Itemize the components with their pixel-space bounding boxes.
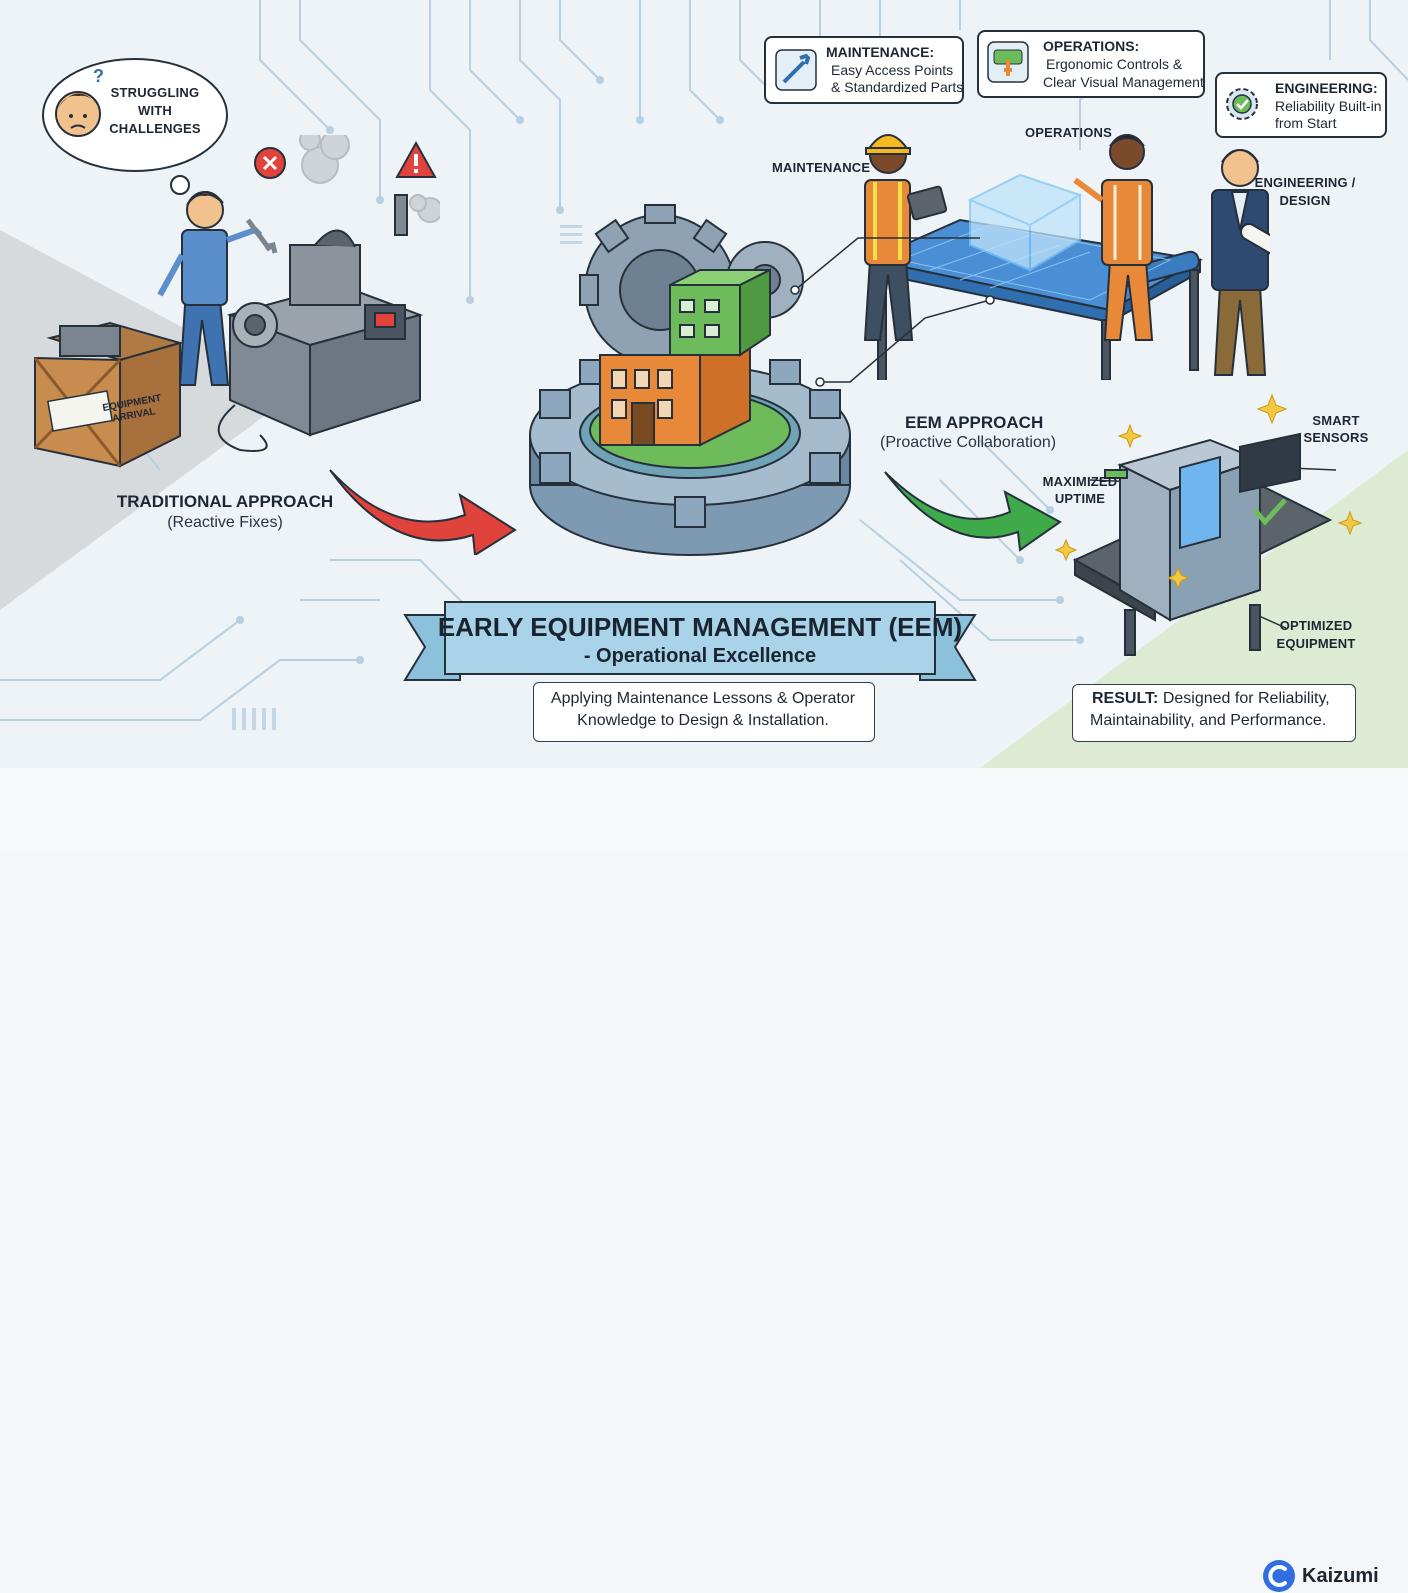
maintenance-callout-line1: Easy Access Points: [831, 62, 954, 78]
maintenance-person-label: MAINTENANCE: [772, 160, 871, 175]
wrench-icon: [775, 49, 817, 91]
engineering-callout-line1: Reliability Built-in: [1275, 98, 1382, 114]
optimized-equipment-line2: EQUIPMENT: [1276, 636, 1356, 651]
engineering-person-label-line2: DESIGN: [1279, 193, 1331, 208]
eem-banner: [403, 601, 977, 681]
result-text-line1: Designed for Reliability,: [1162, 690, 1330, 707]
struggling-line2: WITH: [137, 103, 172, 118]
maintenance-callout-title: MAINTENANCE:: [826, 44, 935, 60]
optimized-machine: [1072, 432, 1333, 656]
optimized-equipment-line1: OPTIMIZED: [1279, 618, 1353, 633]
maximized-uptime-line2: UPTIME: [1054, 491, 1106, 506]
maintenance-callout-line2: & Standardized Parts: [831, 79, 964, 95]
result-box: [1072, 684, 1356, 742]
banner-title: EARLY EQUIPMENT MANAGEMENT (EEM): [437, 612, 963, 642]
central-gear-factory: [529, 204, 851, 556]
operations-callout-line1: Ergonomic Controls &: [1046, 56, 1183, 72]
equipment-crate: [33, 321, 184, 468]
maintenance-worker: [863, 134, 948, 341]
struggling-line3: CHALLENGES: [109, 121, 201, 136]
worker-and-broken-machine: [157, 135, 440, 452]
kaizumi-logo-icon: [1263, 1560, 1295, 1592]
brand-name: Kaizumi: [1302, 1564, 1379, 1587]
collaboration-scene: [863, 134, 1270, 380]
engineering-callout-title: ENGINEERING:: [1275, 80, 1378, 96]
result-label: RESULT:: [1092, 690, 1159, 707]
eem-approach-subtitle: (Proactive Collaboration): [880, 434, 1057, 451]
worried-face-icon: [55, 91, 101, 137]
lessons-box: [533, 682, 875, 742]
broken-machine: [226, 194, 424, 437]
red-arrow: [329, 469, 517, 555]
smart-sensors-line1: SMART: [1312, 413, 1360, 428]
smart-sensors-line2: SENSORS: [1303, 430, 1369, 445]
green-arrow: [884, 471, 1062, 552]
result-text-line2: Maintainability, and Performance.: [1090, 712, 1327, 729]
banner-subtitle: - Operational Excellence: [583, 645, 817, 667]
brand-logo[interactable]: Kaizumi: [1262, 1559, 1379, 1593]
question-icon: ?: [93, 66, 104, 86]
lessons-line1: Applying Maintenance Lessons & Operator: [550, 690, 856, 707]
operations-callout-line2: Clear Visual Management: [1043, 74, 1204, 90]
lessons-line2: Knowledge to Design & Installation.: [577, 712, 829, 729]
struggling-line1: STRUGGLING: [110, 85, 200, 100]
thought-cloud: [42, 58, 228, 225]
engineering-callout-line2: from Start: [1275, 115, 1337, 131]
worker: [157, 191, 263, 386]
warning-icon: [395, 140, 437, 178]
error-x-icon: [254, 147, 286, 179]
operations-callout-title: OPERATIONS:: [1043, 38, 1140, 54]
touch-control-icon: [987, 41, 1029, 83]
engineer: [1211, 148, 1270, 376]
traditional-subtitle: (Reactive Fixes): [167, 514, 283, 531]
maximized-uptime-line1: MAXIMIZED: [1042, 474, 1118, 489]
traditional-title: TRADITIONAL APPROACH: [116, 492, 334, 511]
engineering-person-label-line1: ENGINEERING /: [1254, 175, 1356, 190]
eem-approach-title: EEM APPROACH: [905, 413, 1044, 432]
illustration-area: ? STRUGGLING WITH CHALLENGES EQUIPMENT A…: [0, 0, 1408, 768]
wrench-icon: [245, 218, 278, 254]
sparkle-icon: [1054, 393, 1363, 590]
result-line1: RESULT: Designed for Reliability,: [1092, 690, 1330, 708]
footer: Kaizumi: [0, 768, 1408, 1592]
operations-person-label: OPERATIONS: [1025, 125, 1112, 140]
check-gear-icon: [1226, 88, 1258, 120]
operations-worker: [1073, 134, 1154, 341]
